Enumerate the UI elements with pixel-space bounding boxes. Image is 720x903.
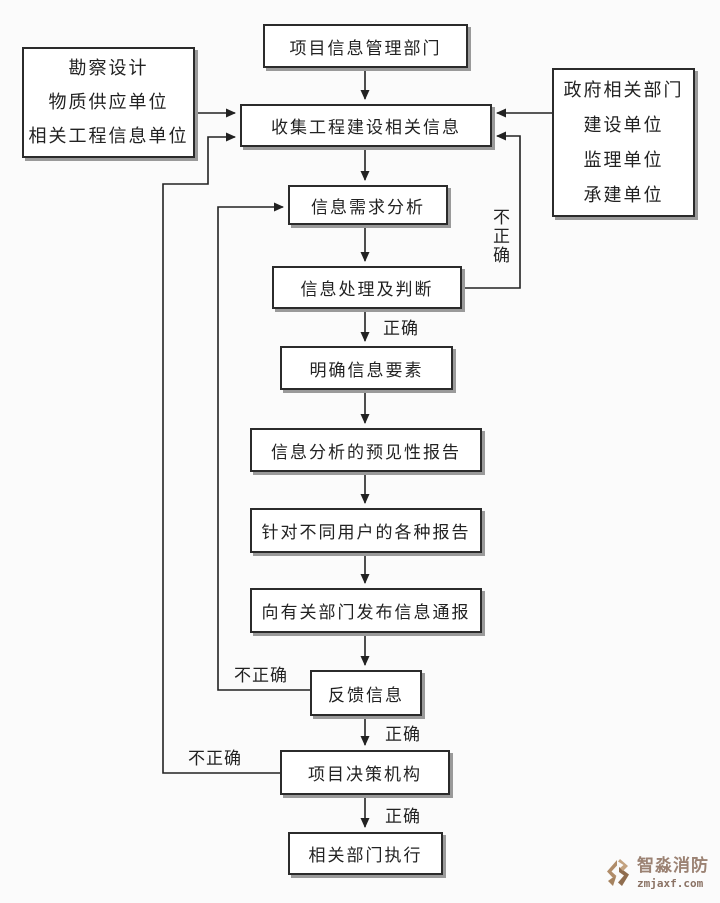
right-source-line: 承建单位: [583, 184, 664, 206]
node-left-sources: 勘察设计 物质供应单位 相关工程信息单位: [22, 47, 195, 158]
node-decision-body: 项目决策机构: [280, 750, 450, 795]
node-collect-info: 收集工程建设相关信息: [240, 104, 492, 147]
node-publish-bulletin: 向有关部门发布信息通报: [250, 588, 482, 633]
node-demand-analysis: 信息需求分析: [288, 185, 448, 225]
right-source-line: 建设单位: [583, 114, 664, 136]
edge-label-correct-process: 正确: [383, 319, 419, 339]
watermark-brand: 智淼消防: [637, 855, 709, 876]
edge-label-correct-feedback: 正确: [385, 725, 421, 745]
left-source-line: 物质供应单位: [48, 91, 169, 113]
left-source-line: 勘察设计: [68, 57, 149, 79]
edge-label-incorrect-decision: 不正确: [188, 749, 242, 769]
node-clarify-elements: 明确信息要素: [280, 346, 453, 390]
node-predictive-report: 信息分析的预见性报告: [250, 428, 482, 472]
node-feedback-info: 反馈信息: [310, 670, 422, 716]
left-source-line: 相关工程信息单位: [28, 125, 189, 147]
edge-label-correct-decision: 正确: [385, 807, 421, 827]
right-source-line: 监理单位: [583, 149, 664, 171]
node-user-reports: 针对不同用户的各种报告: [250, 508, 482, 553]
node-process-judge: 信息处理及判断: [272, 266, 462, 309]
watermark-url: zmjaxf.com: [637, 876, 704, 890]
zmjaxf-logo-icon: [607, 859, 629, 886]
watermark: 智淼消防 zmjaxf.com: [604, 857, 709, 889]
node-right-sources: 政府相关部门 建设单位 监理单位 承建单位: [552, 68, 695, 217]
edge-label-incorrect-feedback: 不正确: [234, 666, 288, 686]
edge-label-incorrect-process: 不正确: [489, 208, 509, 265]
right-source-line: 政府相关部门: [563, 79, 684, 101]
node-project-info-dept: 项目信息管理部门: [263, 24, 468, 68]
node-execute-dept: 相关部门执行: [288, 832, 443, 875]
